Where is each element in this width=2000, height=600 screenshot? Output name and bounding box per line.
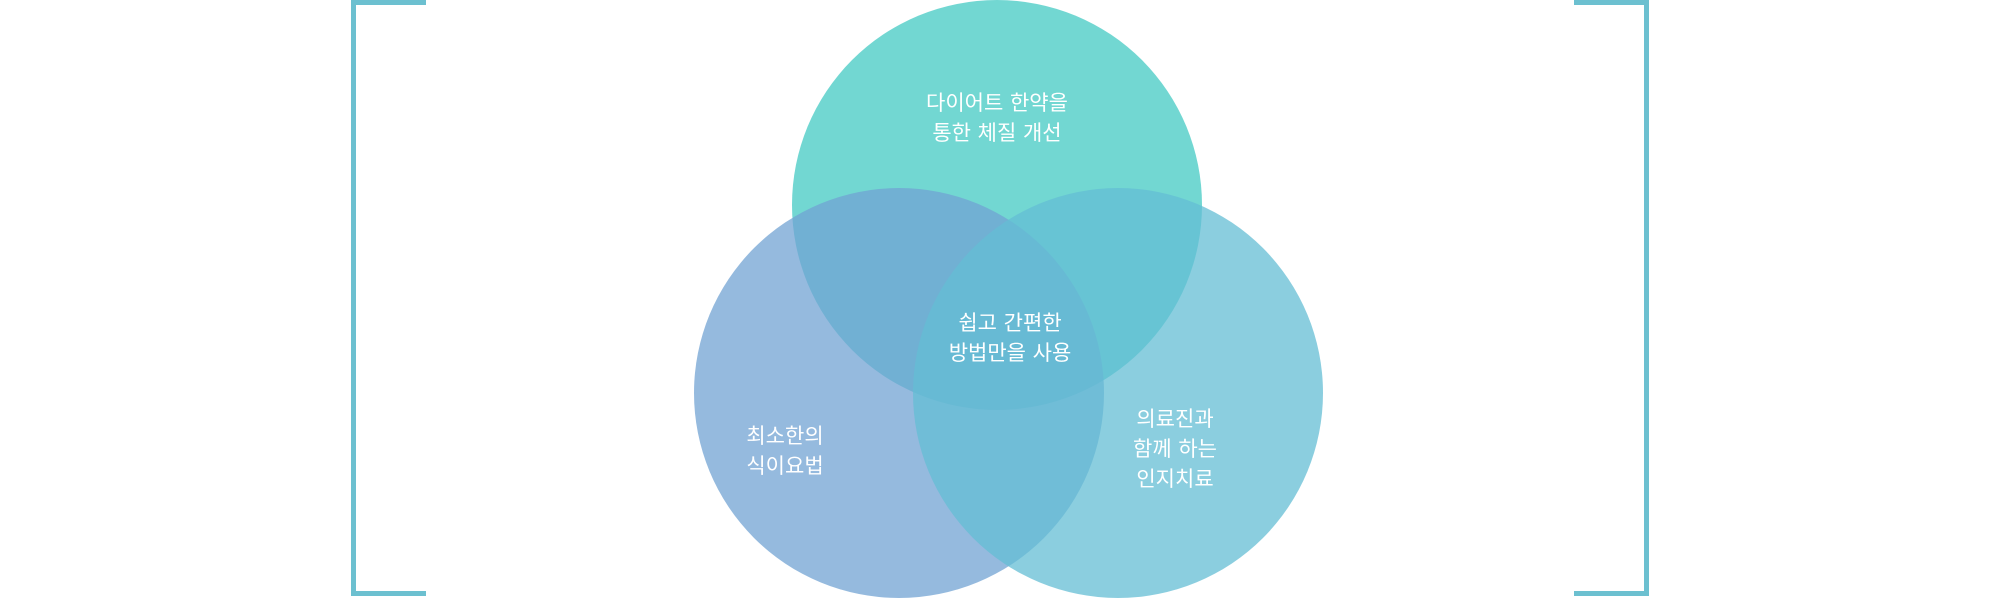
top-circle-label-line2: 통한 체질 개선 (932, 121, 1062, 145)
right-circle-label-line3: 인지치료 (1136, 467, 1214, 491)
right-circle-label: 의료진과 함께 하는 인지치료 (1075, 404, 1275, 494)
center-intersection-label: 쉽고 간편한 방법만을 사용 (910, 308, 1110, 368)
left-circle-label-line1: 최소한의 (746, 424, 824, 448)
right-bracket-decoration (1574, 0, 1649, 596)
right-circle-label-line2: 함께 하는 (1133, 437, 1217, 461)
right-circle-label-line1: 의료진과 (1136, 407, 1214, 431)
left-bracket-decoration (351, 0, 426, 596)
center-label-line2: 방법만을 사용 (948, 341, 1072, 365)
venn-circle-right (913, 188, 1323, 598)
top-circle-label-line1: 다이어트 한약을 (926, 91, 1068, 115)
left-circle-label: 최소한의 식이요법 (685, 421, 885, 481)
top-circle-label: 다이어트 한약을 통한 체질 개선 (897, 88, 1097, 148)
left-circle-label-line2: 식이요법 (746, 454, 824, 478)
center-label-line1: 쉽고 간편한 (958, 311, 1062, 335)
